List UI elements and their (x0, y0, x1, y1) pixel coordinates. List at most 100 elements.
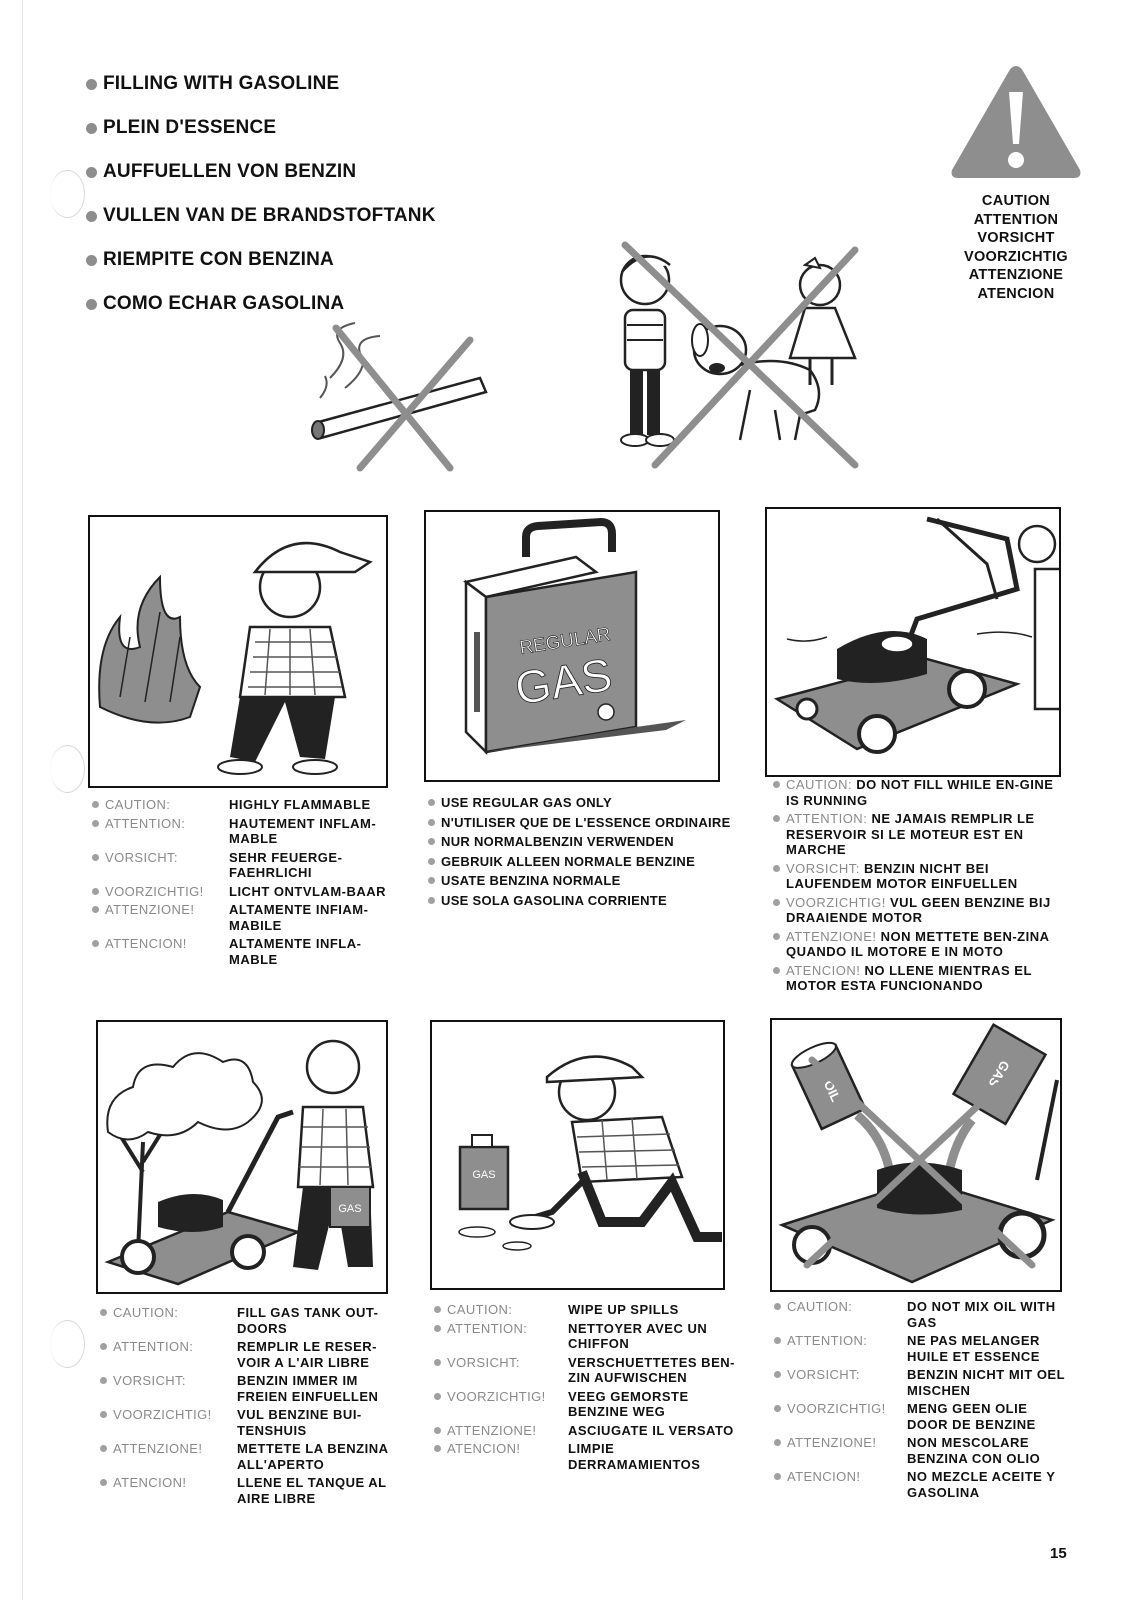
caption-row: ATENCION!LIMPIE DERRAMAMIENTOS (434, 1441, 744, 1472)
caption-row: ATTENTION:NE PAS MELANGER HUILE ET ESSEN… (774, 1333, 1069, 1364)
page-number: 15 (1050, 1545, 1067, 1562)
caption-text: BENZIN IMMER IM FREIEN EINFUELLEN (237, 1373, 379, 1404)
caption-text: BENZIN NICHT BEI LAUFENDEM MOTOR EINFUEL… (786, 860, 1018, 892)
caption-text: NETTOYER AVEC UN CHIFFON (568, 1320, 708, 1352)
title-italian: RIEMPITE CON BENZINA (86, 238, 436, 282)
caption-text: HAUTEMENT INFLAM-MABLE (229, 815, 377, 847)
caption-row: ATTENZIONE!ALTAMENTE INFIAM-MABILE (92, 902, 402, 933)
caption-language-label: VORSICHT: (774, 1367, 907, 1398)
caption-language-label: ATTENZIONE! (92, 902, 229, 933)
caption-row: ATENCION!LLENE EL TANQUE AL AIRE LIBRE (100, 1475, 410, 1506)
warning-word: ATTENTION (973, 211, 1059, 228)
caption-language-label: CAUTION: (786, 777, 853, 792)
caption-language-label: VOORZICHTIG! (434, 1389, 568, 1420)
caption-row: VOORZICHTIG!MENG GEEN OLIE DOOR DE BENZI… (774, 1401, 1069, 1432)
caption-row: ATTENZIONE!NON MESCOLARE BENZINA CON OLI… (774, 1435, 1069, 1466)
caption-text: METTETE LA BENZINA ALL'APERTO (237, 1441, 389, 1472)
warning-word: VORSICHT (977, 230, 1055, 246)
warning-triangle-icon (951, 66, 1081, 178)
caption-row: VORSICHT:BENZIN IMMER IM FREIEN EINFUELL… (100, 1373, 410, 1404)
punch-hole (50, 170, 85, 218)
caption-language-label: ATTENZIONE! (100, 1441, 237, 1472)
caption-row: VOORZICHTIG! VUL GEEN BENZINE BIJ DRAAIE… (773, 895, 1063, 926)
warning-words: CAUTION ATTENTION VORSICHT VOORZICHTIG A… (948, 192, 1084, 303)
title-french: PLEIN D'ESSENCE (86, 106, 436, 150)
caption-row: VOORZICHTIG!LICHT ONTVLAM-BAAR (92, 884, 402, 900)
caption-no-oil-mix: CAUTION:DO NOT MIX OIL WITH GAS ATTENTIO… (774, 1299, 1069, 1503)
caption-engine-running: CAUTION: DO NOT FILL WHILE EN-GINE IS RU… (773, 777, 1063, 997)
caption-row: ATTENTION:REMPLIR LE RESER-VOIR A L'AIR … (100, 1339, 410, 1370)
caption-language-label: ATTENCION! (92, 936, 229, 967)
caption-row: CAUTION:FILL GAS TANK OUT-DOORS (100, 1305, 410, 1336)
caption-text: ASCIUGATE IL VERSATO (568, 1422, 734, 1438)
caption-text: MENG GEEN OLIE DOOR DE BENZINE (907, 1401, 1036, 1432)
warning-word: CAUTION (981, 193, 1051, 209)
caption-row: ATTENTION:HAUTEMENT INFLAM-MABLE (92, 816, 402, 847)
section-titles: FILLING WITH GASOLINE PLEIN D'ESSENCE AU… (86, 62, 436, 326)
no-smoking-illustration (311, 322, 488, 472)
caption-row: CAUTION:DO NOT MIX OIL WITH GAS (774, 1299, 1069, 1330)
caption-language-label: VORSICHT: (100, 1373, 237, 1404)
caption-row: VORSICHT:BENZIN NICHT MIT OEL MISCHEN (774, 1367, 1069, 1398)
caption-language-label: ATTENTION: (786, 811, 868, 826)
small-can-label: GAS (338, 1203, 361, 1215)
children-and-dog-illustration (619, 241, 859, 469)
caption-row: VOORZICHTIG!VEEG GEMORSTE BENZINE WEG (434, 1389, 744, 1420)
caption-language-label: ATTENZIONE! (774, 1435, 907, 1466)
caption-text: REMPLIR LE RESER-VOIR A L'AIR LIBRE (237, 1339, 377, 1370)
caption-text: USE SOLA GASOLINA CORRIENTE (428, 893, 738, 909)
punch-hole (50, 1320, 85, 1368)
caption-text: VUL BENZINE BUI-TENSHUIS (237, 1407, 362, 1438)
panel-regular-gas-illustration: REGULAR GAS (424, 510, 720, 782)
caption-text: NON METTETE BEN-ZINA QUANDO IL MOTORE E … (786, 928, 1050, 960)
warning-word: ATTENZIONE (968, 267, 1064, 283)
caption-row: VORSICHT: BENZIN NICHT BEI LAUFENDEM MOT… (773, 861, 1063, 892)
caption-language-label: CAUTION: (434, 1302, 568, 1318)
caption-row: ATTENZIONE!ASCIUGATE IL VERSATO (434, 1423, 744, 1439)
caption-text: LIMPIE DERRAMAMIENTOS (568, 1441, 701, 1472)
caption-text: USE REGULAR GAS ONLY (428, 795, 738, 811)
caption-text: GEBRUIK ALLEEN NORMALE BENZINE (428, 854, 738, 870)
caption-text: VUL GEEN BENZINE BIJ DRAAIENDE MOTOR (786, 894, 1051, 926)
caption-regular-gas: USE REGULAR GAS ONLY N'UTILISER QUE DE L… (428, 795, 738, 912)
caption-text: SEHR FEUERGE-FAEHRLICHI (229, 849, 343, 881)
panel-engine-running-illustration (765, 507, 1061, 777)
caption-flammable: CAUTION:HIGHLY FLAMMABLE ATTENTION:HAUTE… (92, 797, 402, 970)
caption-text: WIPE UP SPILLS (568, 1302, 679, 1317)
caption-text: DO NOT MIX OIL WITH GAS (907, 1299, 1056, 1330)
small-can-label: GAS (472, 1169, 495, 1181)
warning-block: CAUTION ATTENTION VORSICHT VOORZICHTIG A… (948, 62, 1084, 303)
caption-outdoors: CAUTION:FILL GAS TANK OUT-DOORS ATTENTIO… (100, 1305, 410, 1509)
caption-text: LLENE EL TANQUE AL AIRE LIBRE (237, 1475, 387, 1506)
caption-language-label: ATTENZIONE! (434, 1423, 568, 1439)
caption-text: FILL GAS TANK OUT-DOORS (237, 1305, 379, 1336)
caption-language-label: ATENCION! (434, 1441, 568, 1472)
warning-word: VOORZICHTIG (964, 248, 1068, 265)
caption-language-label: CAUTION: (92, 797, 229, 813)
caption-row: ATTENZIONE!METTETE LA BENZINA ALL'APERTO (100, 1441, 410, 1472)
can-label-gas: GAS (511, 648, 615, 715)
caption-text: DO NOT FILL WHILE EN-GINE IS RUNNING (786, 777, 1054, 808)
caption-row: CAUTION:HIGHLY FLAMMABLE (92, 797, 402, 813)
caption-text: NUR NORMALBENZIN VERWENDEN (428, 834, 738, 850)
caption-row: VOORZICHTIG!VUL BENZINE BUI-TENSHUIS (100, 1407, 410, 1438)
caption-row: VORSICHT:SEHR FEUERGE-FAEHRLICHI (92, 850, 402, 881)
title-spanish: COMO ECHAR GASOLINA (86, 282, 436, 326)
caption-row: ATTENCION!ALTAMENTE INFLA-MABLE (92, 936, 402, 967)
caption-row: ATENCION! NO LLENE MIENTRAS EL MOTOR EST… (773, 963, 1063, 994)
caption-text: VEEG GEMORSTE BENZINE WEG (568, 1388, 689, 1420)
caption-language-label: ATENCION! (786, 962, 861, 978)
caption-language-label: VORSICHT: (786, 860, 860, 876)
caption-row: CAUTION:WIPE UP SPILLS (434, 1302, 744, 1318)
caption-language-label: CAUTION: (774, 1299, 907, 1330)
caption-text: VERSCHUETTETES BEN-ZIN AUFWISCHEN (568, 1354, 735, 1386)
caption-language-label: VOORZICHTIG! (92, 884, 229, 900)
caption-wipe-spills: CAUTION:WIPE UP SPILLS ATTENTION:NETTOYE… (434, 1302, 744, 1475)
caption-language-label: CAUTION: (100, 1305, 237, 1336)
caption-language-label: ATTENZIONE! (786, 928, 877, 944)
caption-language-label: ATTENTION: (92, 816, 229, 847)
panel-no-oil-mix-illustration: OIL GAS (770, 1018, 1062, 1292)
warning-word: ATENCION (977, 285, 1055, 302)
caption-row: ATENCION!NO MEZCLE ACEITE Y GASOLINA (774, 1469, 1069, 1500)
